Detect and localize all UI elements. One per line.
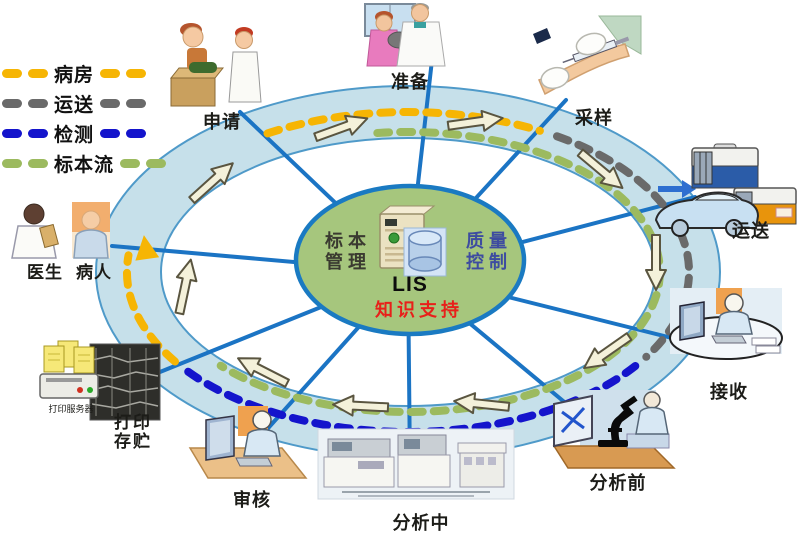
receive-illustration — [669, 288, 783, 360]
legend-item-transport: 运送 — [2, 88, 166, 118]
doctor-patient-illustration — [11, 202, 110, 259]
legend-label-testing: 检测 — [54, 124, 95, 146]
server-database-icon — [378, 205, 447, 277]
node-label-transport: 运送 — [732, 221, 770, 241]
testing-dash-icon — [28, 128, 48, 138]
node-label-receive: 接收 — [710, 382, 748, 402]
legend-item-testing: 检测 — [2, 118, 166, 148]
lis-system-label: LIS — [392, 273, 428, 296]
node-label-print-storage: 打印 存贮 — [114, 413, 152, 451]
specimen-management-line2: 管理 — [325, 252, 371, 272]
flow-legend: 病房 运送 检测 标本流 — [2, 58, 167, 178]
lis-hub — [293, 183, 527, 337]
legend-item-specimen-flow: 标本流 — [2, 148, 167, 178]
print-storage-line1: 打印 — [114, 413, 152, 432]
print-storage-line2: 存贮 — [114, 432, 152, 451]
node-label-prepare: 准备 — [391, 72, 429, 92]
ward-arc-left — [122, 251, 179, 366]
quality-control-line1: 质量 — [466, 231, 512, 251]
specimen-dash-icon — [2, 158, 22, 168]
legend-label-specimen-flow: 标本流 — [54, 154, 115, 176]
transport-dash-icon — [100, 98, 121, 108]
testing-dash-icon — [2, 128, 22, 138]
testing-dash-icon — [100, 128, 121, 138]
node-label-sampling: 采样 — [575, 108, 613, 128]
node-label-review: 审核 — [233, 490, 271, 510]
legend-label-transport: 运送 — [54, 94, 95, 116]
transport-dash-icon — [28, 98, 48, 108]
ward-dash-icon — [28, 68, 48, 78]
testing-dash-icon — [126, 128, 147, 138]
node-label-pre-analysis: 分析前 — [589, 473, 647, 493]
print-server-label: 打印服务器 — [48, 404, 94, 414]
transport-dash-icon — [2, 98, 22, 108]
print-storage-illustration — [39, 340, 161, 421]
legend-item-ward: 病房 — [2, 58, 166, 88]
ward-arc-top — [263, 108, 544, 138]
node-label-analyzing: 分析中 — [392, 513, 450, 533]
specimen-management-label: 标本 管理 — [325, 231, 371, 273]
prepare-illustration — [364, 3, 446, 67]
node-label-request: 申请 — [203, 112, 241, 132]
request-illustration — [169, 23, 262, 107]
specimen-dash-icon — [28, 158, 48, 168]
transport-dash-icon — [126, 98, 147, 108]
legend-label-ward: 病房 — [54, 64, 95, 86]
print-server-icon — [39, 340, 99, 399]
ward-dash-icon — [100, 68, 121, 78]
transport-illustration — [654, 143, 797, 237]
node-label-doctor: 医生 — [27, 263, 63, 282]
specimen-dash-icon — [120, 158, 141, 168]
analyzing-illustration — [317, 428, 515, 500]
ward-flow-arrowhead — [135, 235, 160, 261]
review-illustration — [188, 406, 308, 479]
knowledge-support-label: 知识支持 — [375, 300, 463, 320]
quality-control-line2: 控制 — [466, 252, 512, 272]
sampling-illustration — [533, 15, 642, 96]
node-label-patient: 病人 — [76, 263, 112, 282]
pre-analysis-illustration — [552, 390, 676, 469]
quality-control-label: 质量 控制 — [466, 231, 512, 273]
ward-dash-icon — [2, 68, 22, 78]
ward-dash-icon — [126, 68, 147, 78]
specimen-management-line1: 标本 — [325, 231, 371, 251]
specimen-dash-icon — [146, 158, 167, 168]
